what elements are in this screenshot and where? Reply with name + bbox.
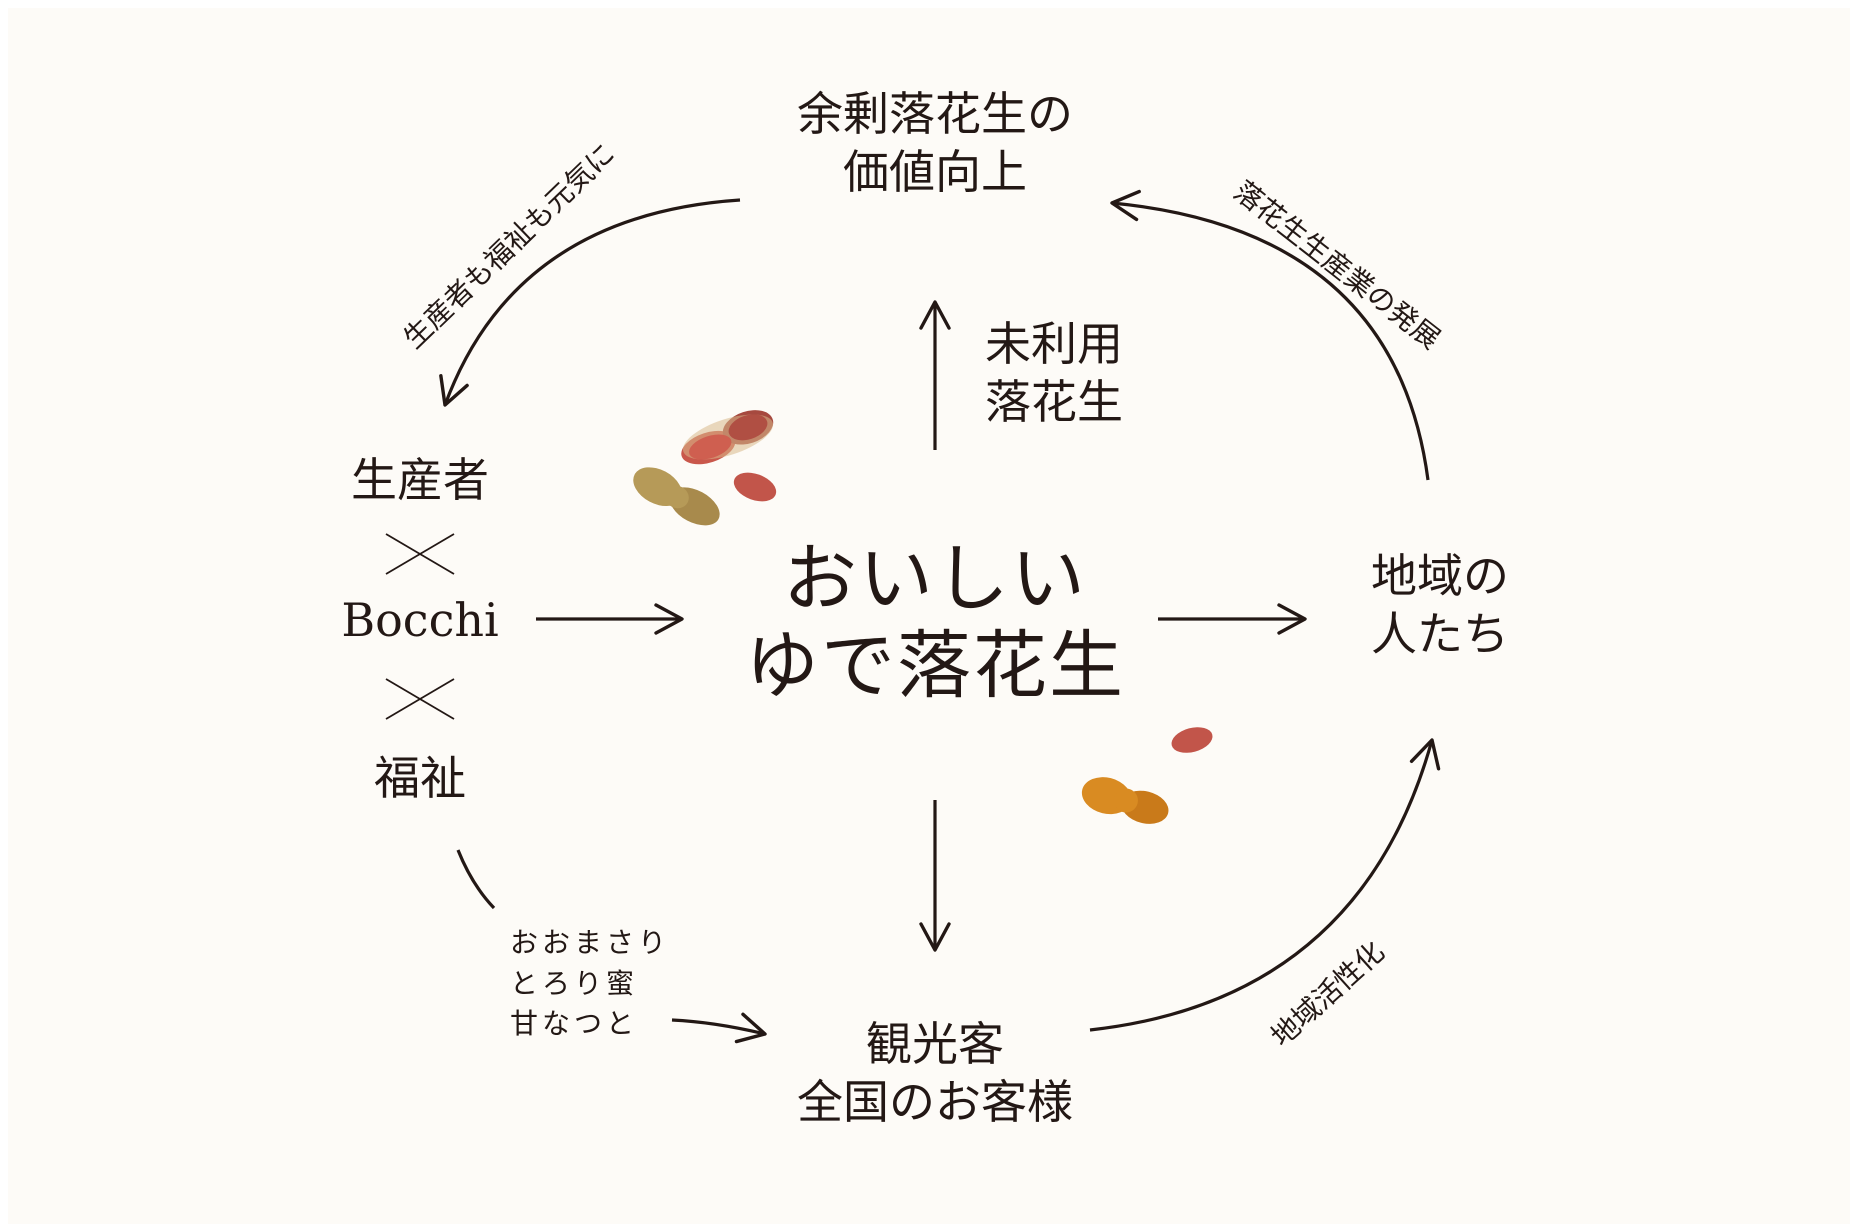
bottom-node: 観光客 全国のお客様	[770, 1016, 1100, 1131]
diagram-background	[8, 8, 1850, 1224]
top-node: 余剰落花生の 価値向上	[770, 86, 1100, 201]
product-item: 甘なつと	[510, 1007, 639, 1041]
arc-label-top-right: 落花生生産業の発展	[1228, 175, 1447, 356]
cross-icon	[385, 678, 455, 720]
arc-bottom-to-right	[1089, 738, 1441, 1032]
product-item: とろり蜜	[510, 966, 639, 1000]
products-list: おおまさり とろり蜜 甘なつと	[510, 923, 670, 1045]
arrow-products-to-bottom	[671, 1012, 767, 1044]
right-node: 地域の 人たち	[1345, 548, 1535, 663]
peanut-icon	[1081, 777, 1169, 824]
left-node-line2: Bocchi	[341, 593, 499, 647]
arc-right-to-top	[1110, 189, 1430, 481]
product-item: おおまさり	[510, 926, 671, 959]
up-arrow-label: 未利用 落花生	[985, 316, 1165, 431]
up-arrow-label-line2: 落花生	[985, 374, 1123, 429]
arc-label-bottom-right: 地域活性化	[1265, 935, 1391, 1053]
arc-label-top-left: 生産者も福祉も元気に	[397, 137, 621, 355]
bottom-node-line1: 観光客	[866, 1017, 1004, 1071]
arc-left-bottom	[456, 849, 496, 910]
left-node-line3: 福祉	[374, 751, 466, 805]
center-node: おいしい ゆで落花生	[720, 536, 1150, 711]
top-node-line1: 余剰落花生の	[797, 87, 1073, 141]
cross-icon	[385, 533, 455, 575]
right-node-line2: 人たち	[1371, 606, 1509, 661]
peanut-icon	[733, 472, 777, 502]
arc-top-to-left	[439, 198, 741, 407]
right-node-line1: 地域の	[1371, 549, 1509, 603]
peanut-icon	[681, 410, 774, 465]
top-node-line2: 価値向上	[843, 144, 1027, 199]
peanut-icon	[1171, 727, 1213, 753]
left-node-line1: 生産者	[351, 453, 489, 507]
up-arrow-label-line1: 未利用	[985, 317, 1123, 371]
bottom-node-line2: 全国のお客様	[797, 1074, 1073, 1129]
peanut-icon	[633, 467, 720, 526]
center-node-line2: ゆで落花生	[745, 623, 1125, 710]
center-node-line1: おいしい	[783, 536, 1087, 622]
